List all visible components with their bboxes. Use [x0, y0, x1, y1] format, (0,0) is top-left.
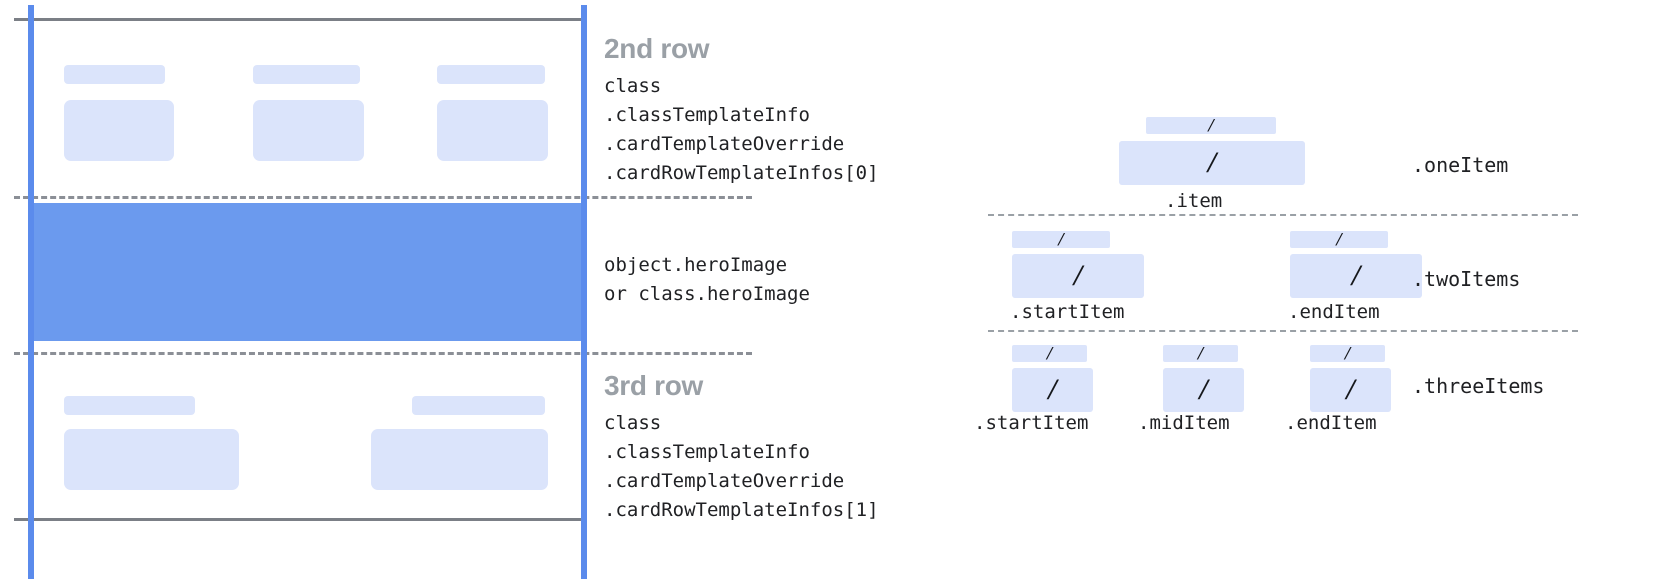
slash-glyph: / — [1046, 343, 1053, 364]
row3-title-placeholder-2 — [412, 396, 545, 415]
row3-title-placeholder-1 — [64, 396, 195, 415]
oneitem-small-box: / — [1146, 115, 1276, 136]
second-row-code: class .classTemplateInfo .cardTemplateOv… — [604, 75, 879, 184]
twoitems-end-big-box: / — [1290, 254, 1422, 298]
row2-title-placeholder-1 — [64, 65, 165, 84]
slash-glyph: / — [1207, 146, 1217, 179]
threeitems-mid-label: .midItem — [1138, 412, 1230, 434]
left-guide-line — [28, 5, 34, 579]
card-bottom-rule — [14, 518, 586, 521]
card-layout-mock — [0, 0, 752, 584]
row-divider-dashed-bottom — [14, 352, 752, 355]
second-row-heading: 2nd row — [604, 33, 710, 64]
hero-image-band — [33, 203, 584, 341]
slash-glyph: / — [1351, 259, 1361, 292]
right-guide-line — [581, 5, 587, 579]
third-row-heading: 3rd row — [604, 370, 704, 401]
threeitems-start-label: .startItem — [974, 412, 1089, 434]
diagram-divider-2 — [988, 330, 1578, 332]
threeitems-end-big-box: / — [1310, 368, 1391, 412]
hero-image-code: object.heroImage or class.heroImage — [604, 254, 810, 305]
slash-glyph: / — [1197, 343, 1204, 364]
row2-title-placeholder-3 — [437, 65, 545, 84]
slash-glyph: / — [1048, 373, 1057, 406]
twoitems-right-label: .twoItems — [1412, 267, 1521, 291]
twoitems-start-small-box: / — [1012, 229, 1110, 250]
oneitem-big-box: / — [1119, 141, 1305, 185]
row3-body-placeholder-1 — [64, 429, 239, 490]
slash-glyph: / — [1336, 229, 1342, 250]
row3-body-placeholder-2 — [371, 429, 548, 490]
row2-body-placeholder-1 — [64, 100, 174, 161]
row2-title-placeholder-2 — [253, 65, 360, 84]
slash-glyph: / — [1073, 259, 1083, 292]
threeitems-right-label: .threeItems — [1412, 374, 1545, 398]
twoitems-start-label: .startItem — [1010, 301, 1125, 323]
row-divider-dashed-top — [14, 196, 752, 199]
twoitems-end-label: .endItem — [1288, 301, 1380, 323]
slash-glyph: / — [1199, 373, 1208, 406]
twoitems-end-small-box: / — [1290, 229, 1388, 250]
threeitems-end-label: .endItem — [1285, 412, 1377, 434]
oneitem-bottom-label: .item — [1165, 190, 1223, 212]
slash-glyph: / — [1346, 373, 1355, 406]
card-top-rule — [14, 18, 586, 21]
slash-glyph: / — [1058, 229, 1064, 250]
threeitems-mid-small-box: / — [1163, 343, 1238, 364]
third-row-code: class .classTemplateInfo .cardTemplateOv… — [604, 412, 879, 521]
diagram-divider-1 — [988, 214, 1578, 216]
threeitems-start-small-box: / — [1012, 343, 1087, 364]
item-template-diagram: / / .item .oneItem / / .startItem / / .e… — [960, 0, 1676, 584]
row2-body-placeholder-3 — [437, 100, 548, 161]
threeitems-mid-big-box: / — [1163, 368, 1244, 412]
oneitem-right-label: .oneItem — [1412, 153, 1509, 177]
twoitems-start-big-box: / — [1012, 254, 1144, 298]
slash-glyph: / — [1344, 343, 1351, 364]
threeitems-end-small-box: / — [1310, 343, 1385, 364]
row2-body-placeholder-2 — [253, 100, 364, 161]
slash-glyph: / — [1208, 115, 1214, 136]
threeitems-start-big-box: / — [1012, 368, 1093, 412]
